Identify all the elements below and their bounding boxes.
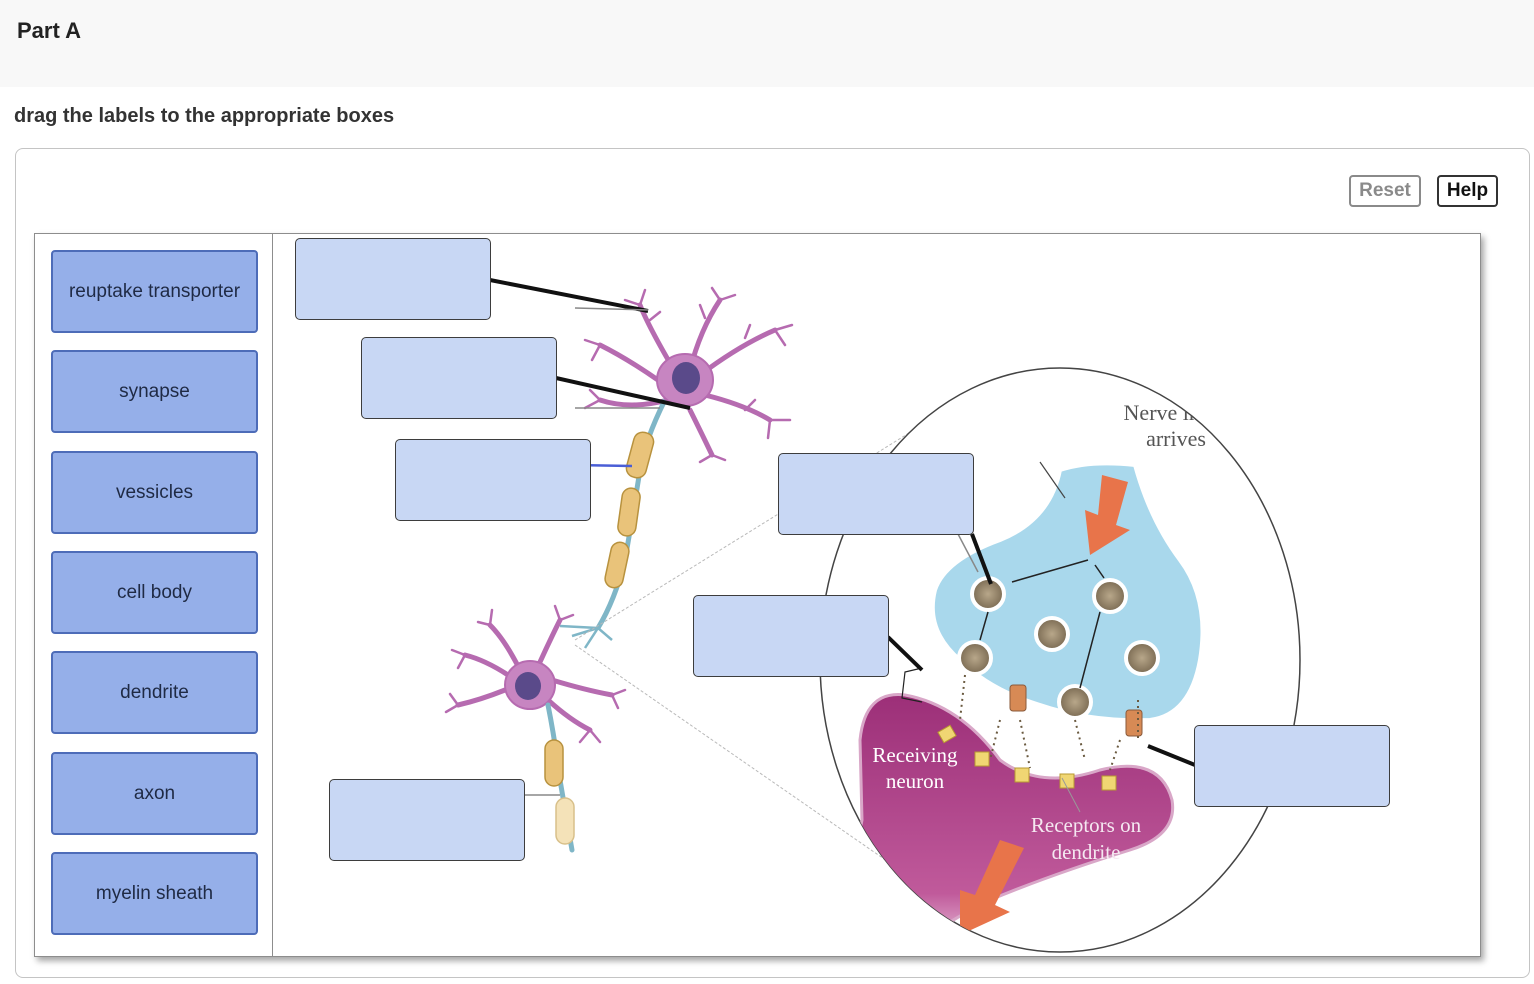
outgoing-signal-arrow xyxy=(960,840,1024,935)
nerve-impulse-text-line2: arrives xyxy=(1146,426,1206,451)
draggable-label-cell-body[interactable]: cell body xyxy=(51,551,258,634)
drop-target-1[interactable] xyxy=(295,238,491,320)
drop-target-7[interactable] xyxy=(1194,725,1390,807)
part-title: Part A xyxy=(17,18,81,43)
zoom-guide-lines xyxy=(574,419,931,871)
upper-axon xyxy=(559,398,668,649)
receiving-neuron-shape xyxy=(838,693,1175,952)
receiving-neuron-text-line1: Receiving xyxy=(872,743,958,767)
instructions-text: drag the labels to the appropriate boxes xyxy=(14,105,395,127)
receptors-text-line2: dendrite xyxy=(1052,840,1121,864)
draggable-label-synapse[interactable]: synapse xyxy=(51,350,258,433)
label-bank-divider xyxy=(272,233,273,957)
part-header: Part A xyxy=(0,0,1534,87)
lower-neuron xyxy=(444,604,627,853)
drop-target-5[interactable] xyxy=(778,453,974,535)
draggable-label-axon[interactable]: axon xyxy=(51,752,258,835)
draggable-label-reuptake-transporter[interactable]: reuptake transporter xyxy=(51,250,258,333)
reset-button[interactable]: Reset xyxy=(1349,175,1421,207)
upper-neuron xyxy=(583,286,794,464)
drop-target-3[interactable] xyxy=(395,439,591,521)
receptors-text-line1: Receptors on xyxy=(1031,813,1142,837)
drop-target-6[interactable] xyxy=(693,595,889,677)
nerve-impulse-arrow xyxy=(1085,475,1130,555)
drop-target-4[interactable] xyxy=(329,779,525,861)
draggable-label-myelin-sheath[interactable]: myelin sheath xyxy=(51,852,258,935)
draggable-label-dendrite[interactable]: dendrite xyxy=(51,651,258,734)
synaptic-vesicles xyxy=(957,576,1160,720)
drop-target-2[interactable] xyxy=(361,337,557,419)
help-button[interactable]: Help xyxy=(1437,175,1498,207)
receiving-neuron-text-line2: neuron xyxy=(886,769,945,793)
draggable-label-vessicles[interactable]: vessicles xyxy=(51,451,258,534)
